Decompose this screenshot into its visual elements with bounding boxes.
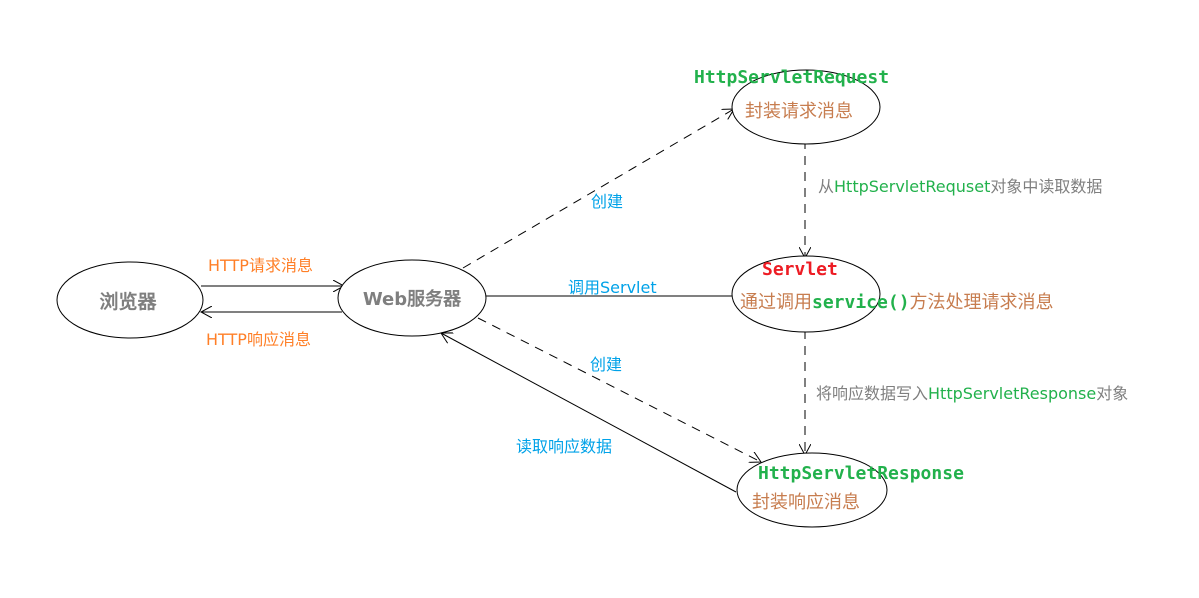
browser-label: 浏览器 [99,290,157,313]
web-server-node [337,259,487,337]
request-subtitle: 封装请求消息 [745,101,853,122]
response-node [736,452,888,528]
web-server-label: Web服务器 [363,288,462,310]
request-title: HttpServletRequest [694,67,889,88]
http-response-label: HTTP响应消息 [206,330,311,349]
invoke-servlet-label: 调用Servlet [568,278,657,297]
http-request-label: HTTP请求消息 [208,256,313,275]
read-response-label: 读取响应数据 [516,437,612,456]
create-response-arrow [477,317,761,462]
create-request-arrow [462,109,734,269]
servlet-subtitle: 通过调用service()方法处理请求消息 [740,292,1054,313]
response-title: HttpServletResponse [758,463,964,484]
response-subtitle: 封装响应消息 [752,492,860,513]
request-node [731,69,881,145]
read-response-arrow [441,333,737,493]
create-request-label: 创建 [591,192,623,211]
read-request-label: 从HttpServletRequset对象中读取数据 [818,177,1102,196]
servlet-node [731,255,881,333]
browser-node [56,261,204,339]
create-response-label: 创建 [590,355,622,374]
servlet-title: Servlet [762,259,838,280]
write-response-label: 将响应数据写入HttpServletResponse对象 [816,384,1128,403]
